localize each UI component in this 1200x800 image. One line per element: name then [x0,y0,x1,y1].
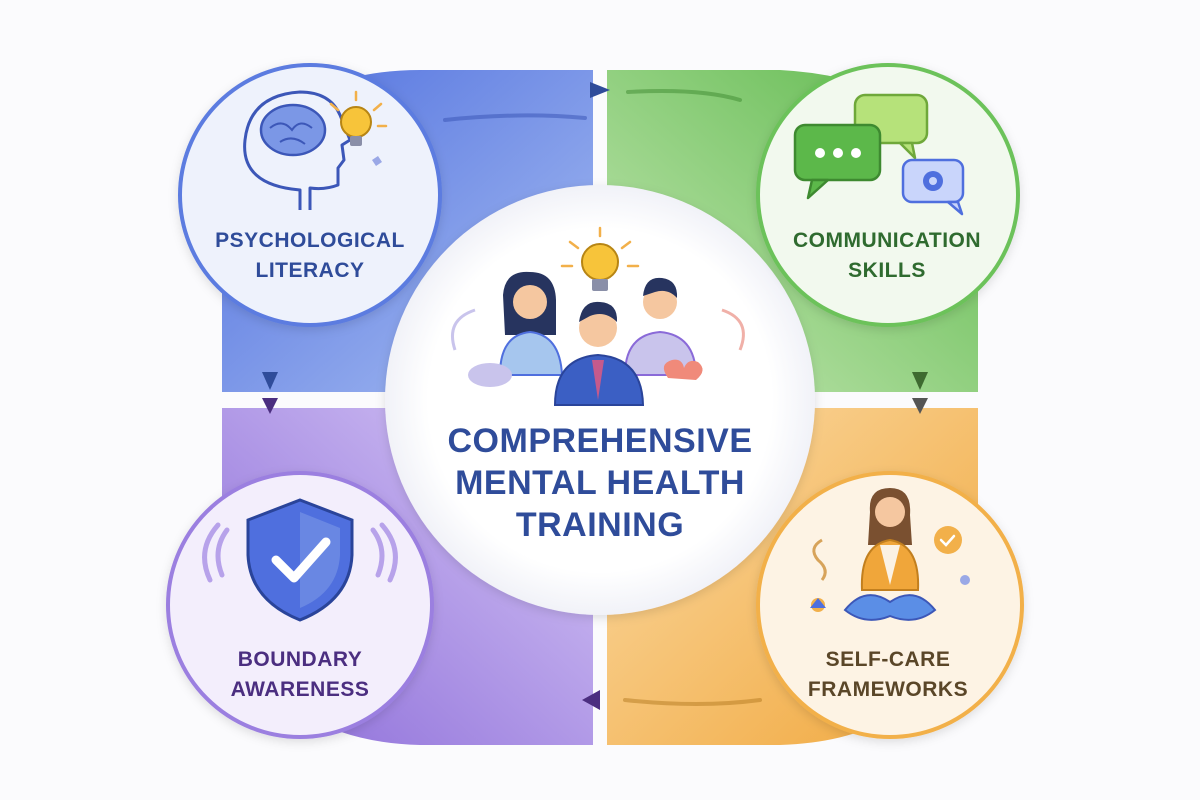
ring-track-green [626,89,742,102]
communication-skills-label: COMMUNICATION SKILLS [752,226,1022,286]
label-line: SELF-CARE [825,648,951,671]
label-line: BOUNDARY [237,648,363,671]
ring-track-blue [443,113,587,122]
label-line: LITERACY [255,259,365,282]
arrow-icon [262,372,278,390]
label-line: PSYCHOLOGICAL [215,229,405,252]
boundary-awareness-label: BOUNDARY AWARENESS [170,645,430,705]
label-line: SKILLS [848,259,926,282]
center-title-line: COMPREHENSIVE [447,422,753,460]
arrow-icon [582,690,600,710]
flow-arrows [262,82,928,710]
label-line: FRAMEWORKS [807,678,969,701]
ring-track-orange [623,698,762,706]
arrow-icon [590,82,610,98]
self-care-frameworks-label: SELF-CARE FRAMEWORKS [758,645,1018,705]
label-line: COMMUNICATION [792,229,982,252]
center-title-line: TRAINING [515,506,685,544]
psychological-literacy-label: PSYCHOLOGICAL LITERACY [180,226,440,286]
meditating-person-icon [810,488,970,621]
center-title: COMPREHENSIVE MENTAL HEALTH TRAINING [400,420,800,546]
arrow-icon [912,372,928,390]
people-group-icon [451,226,745,406]
shield-check-icon [202,498,398,622]
arrow-icon [912,398,928,414]
arrow-icon [262,398,278,414]
label-line: AWARENESS [230,678,370,701]
speech-bubbles-icon [793,93,965,216]
head-brain-lightbulb-icon [243,90,388,210]
center-title-line: MENTAL HEALTH [455,464,745,502]
